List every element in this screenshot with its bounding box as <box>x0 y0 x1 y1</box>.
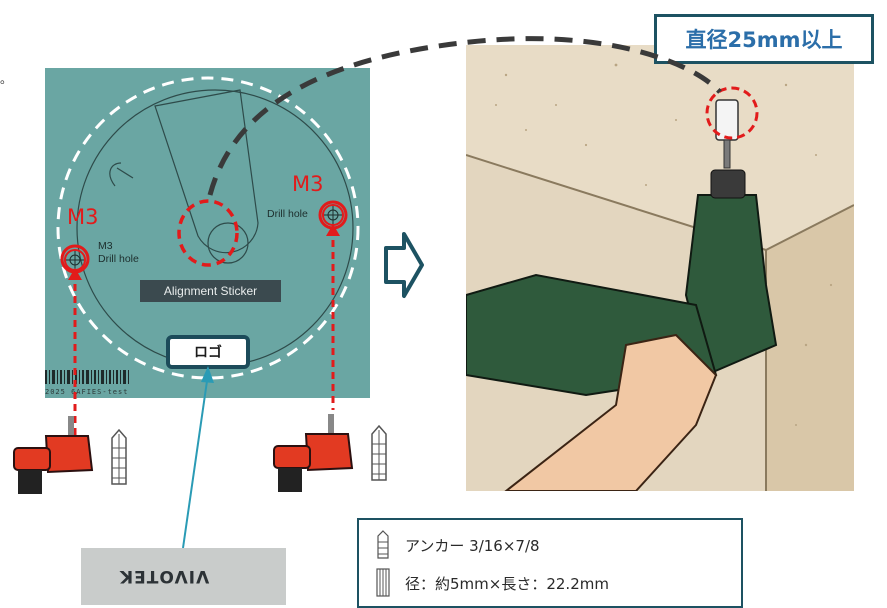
logo-position-label: ロゴ <box>166 335 250 369</box>
wall-anchor-icon <box>371 424 387 481</box>
diameter-callout: 直径25mm以上 <box>654 14 874 64</box>
wall-anchor-icon <box>376 568 390 597</box>
crosshair-icon <box>322 204 344 226</box>
logo-orientation-photo: VIVOTEK <box>81 548 286 605</box>
drill-hole-label-left: M3 Drill hole <box>98 240 139 265</box>
arrow-right-icon <box>384 232 424 298</box>
anchor-spec-box: アンカー 3/16×7/8 径：約5mm×長さ：22.2mm <box>357 518 743 608</box>
m3-label-right: M3 <box>292 172 324 196</box>
drill-icon <box>273 414 354 492</box>
alignment-sticker-label: Alignment Sticker <box>140 280 281 302</box>
drill-hole-size: M3 <box>98 240 113 252</box>
barcode <box>45 370 129 384</box>
drill-hole-text: Drill hole <box>98 252 139 265</box>
anchor-spec-line-1: アンカー 3/16×7/8 <box>405 537 540 555</box>
hole-highlight-circle <box>705 86 759 140</box>
crosshair-icon <box>64 249 86 271</box>
drill-scene <box>466 45 854 491</box>
barcode-text: 2025 6AFIES-test <box>45 388 129 396</box>
anchor-spec-line-2: 径：約5mm×長さ：22.2mm <box>405 575 609 593</box>
ceiling-drilling-illustration <box>466 45 854 491</box>
wall-anchor-icon <box>377 530 389 559</box>
drill-icon <box>13 416 94 494</box>
drill-hole-label-right: Drill hole <box>267 208 308 220</box>
upside-down-logo: VIVOTEK <box>119 566 210 586</box>
corner-mark: 。 <box>0 72 13 86</box>
wall-anchor-icon <box>111 428 127 485</box>
m3-label-left: M3 <box>67 205 99 229</box>
